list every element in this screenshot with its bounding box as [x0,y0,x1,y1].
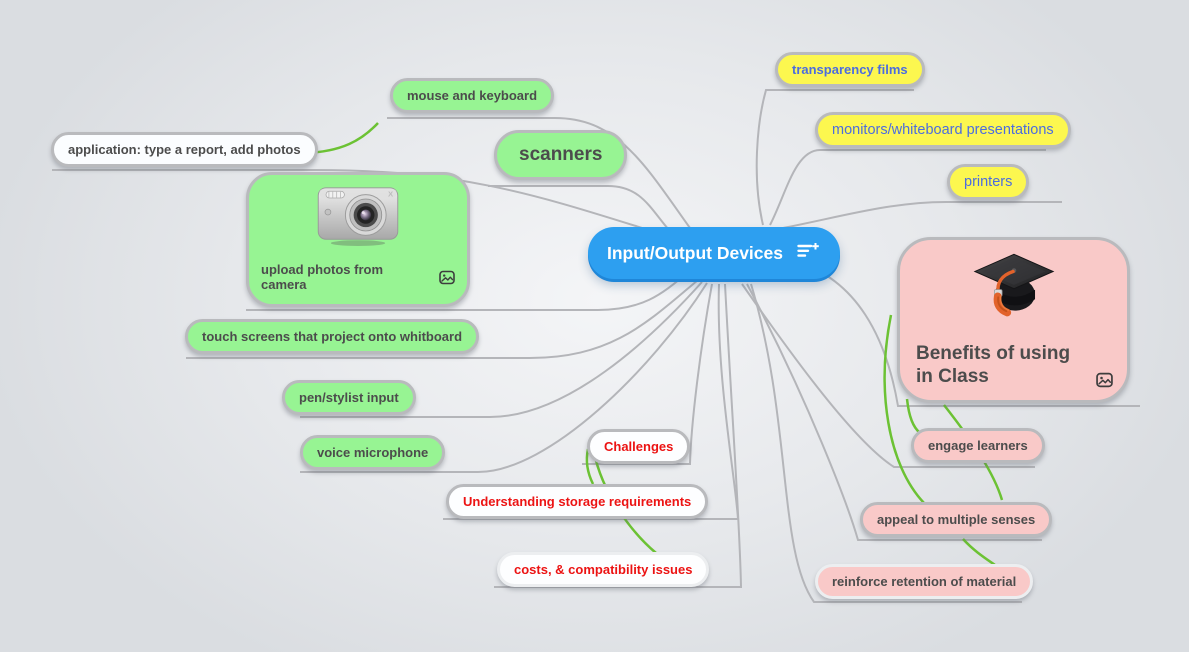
branch-monitors [769,149,1046,226]
image-attachment-icon [1096,372,1113,388]
node-label: Benefits of using in Class [916,342,1071,387]
branch-pen-stylist [300,281,703,418]
node-label: upload photos from camera [261,262,384,292]
camera-image: X [249,183,467,247]
node-upload-photos-from-camera[interactable]: X upload photos from camera [246,172,470,307]
node-mouse-and-keyboard[interactable]: mouse and keyboard [390,78,555,113]
node-label: pen/stylist input [299,390,399,405]
node-costs-compatibility[interactable]: costs, & compatibility issues [497,552,710,587]
node-label: application: type a report, add photos [68,142,301,157]
node-scanners[interactable]: scanners [494,130,628,180]
node-label: engage learners [928,438,1028,453]
link-benefits-to-engage [905,398,921,434]
node-voice-microphone[interactable]: voice microphone [300,435,446,470]
node-label: Challenges [604,439,674,454]
node-label: printers [964,174,1013,190]
node-pen-stylist-input[interactable]: pen/stylist input [282,380,416,415]
branch-printers [782,201,1062,229]
branch-appeal [746,283,1042,541]
node-label: mouse and keyboard [407,88,538,103]
node-appeal-multiple-senses[interactable]: appeal to multiple senses [860,502,1053,537]
branch-costs [494,283,743,588]
node-touch-screens[interactable]: touch screens that project onto whitboar… [185,319,480,354]
node-monitors-whiteboard[interactable]: monitors/whiteboard presentations [815,112,1071,148]
node-label: scanners [519,144,603,165]
node-label: voice microphone [317,445,429,460]
node-label: reinforce retention of material [832,574,1017,589]
node-label: transparency films [792,62,908,77]
node-label: appeal to multiple senses [877,512,1036,527]
node-printers[interactable]: printers [947,164,1030,200]
add-item-icon[interactable] [797,242,820,264]
link-benefits-to-appeal-left [883,314,925,504]
graduation-cap-image [900,246,1127,318]
svg-text:X: X [388,190,394,199]
image-attachment-icon [439,270,455,285]
branch-application [52,169,669,237]
node-engage-learners[interactable]: engage learners [911,428,1045,463]
node-application-note[interactable]: application: type a report, add photos [51,132,318,167]
node-challenges[interactable]: Challenges [587,429,691,464]
central-node[interactable]: Input/Output Devices [588,227,840,279]
node-label: Understanding storage requirements [463,494,692,509]
node-transparency-films[interactable]: transparency films [775,52,925,87]
node-reinforce-retention[interactable]: reinforce retention of material [815,564,1034,599]
node-label: costs, & compatibility issues [514,562,693,577]
node-label: monitors/whiteboard presentations [832,122,1054,138]
node-storage-requirements[interactable]: Understanding storage requirements [446,484,709,519]
branch-reinforce [750,283,1022,603]
branch-touch-screens [186,279,699,359]
branch-voice-microphone [300,282,708,473]
central-node-label: Input/Output Devices [607,242,783,263]
node-benefits-of-using-in-class[interactable]: Benefits of using in Class [897,237,1130,403]
branch-challenges [582,283,713,465]
link-appeal-to-reinforce [962,538,996,567]
node-label: touch screens that project onto whitboar… [202,329,463,344]
branch-transparency [755,89,914,226]
